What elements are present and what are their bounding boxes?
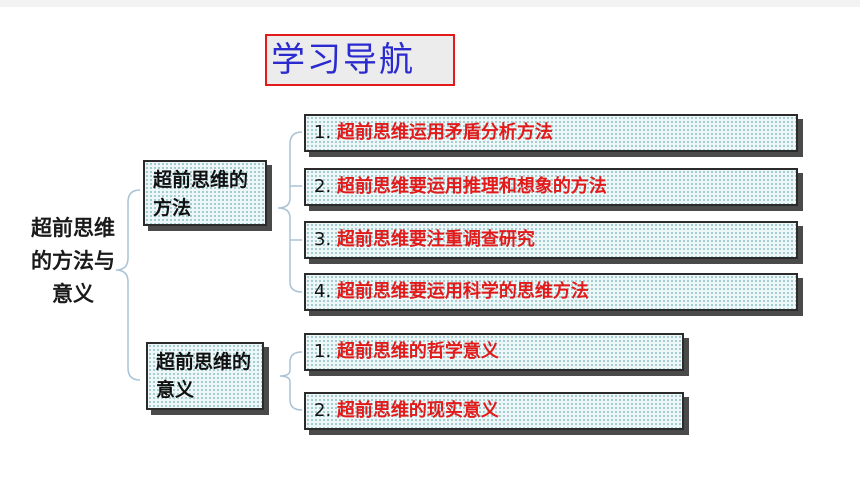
- branch-meaning-box: 超前思维的意义: [146, 342, 264, 410]
- title-box: [265, 34, 455, 86]
- meaning-item-2: 2. 超前思维的现实意义: [304, 392, 684, 430]
- item-number: 2.: [314, 400, 332, 421]
- root-bracket: [115, 189, 141, 381]
- item-text: 超前思维运用矛盾分析方法: [336, 122, 553, 143]
- page-title: 学习导航: [271, 40, 415, 80]
- item-text: 超前思维的哲学意义: [336, 341, 499, 362]
- meaning-bracket: [279, 351, 303, 411]
- branch-methods-box: 超前思维的方法: [143, 160, 267, 226]
- item-number: 2.: [314, 176, 332, 197]
- methods-bracket: [277, 131, 303, 293]
- method-item-4: 4. 超前思维要运用科学的思维方法: [304, 273, 798, 311]
- root-label: 超前思维的方法与意义: [31, 216, 115, 306]
- item-text: 超前思维要注重调查研究: [336, 229, 535, 250]
- item-number: 4.: [314, 281, 332, 302]
- item-text: 超前思维要运用科学的思维方法: [336, 281, 589, 302]
- item-text: 超前思维要运用推理和想象的方法: [336, 176, 607, 197]
- item-text: 超前思维的现实意义: [336, 400, 499, 421]
- method-item-1: 1. 超前思维运用矛盾分析方法: [304, 114, 798, 152]
- meaning-item-1: 1. 超前思维的哲学意义: [304, 333, 684, 371]
- item-number: 1.: [314, 122, 332, 143]
- item-number: 3.: [314, 229, 332, 250]
- item-number: 1.: [314, 341, 332, 362]
- method-item-3: 3. 超前思维要注重调查研究: [304, 221, 798, 259]
- method-item-2: 2. 超前思维要运用推理和想象的方法: [304, 168, 798, 206]
- top-band: [0, 0, 860, 7]
